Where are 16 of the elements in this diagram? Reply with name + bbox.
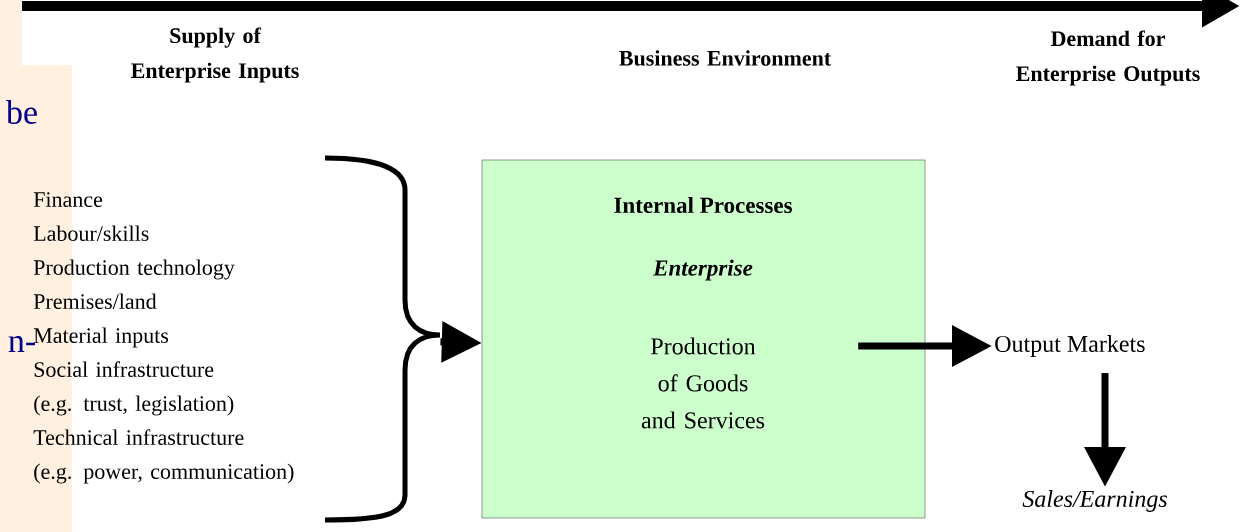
list-item: Labour/skills: [33, 225, 149, 241]
column-heading: Demand for Enterprise Outputs: [1016, 30, 1200, 86]
list-item: Finance: [33, 192, 103, 207]
list-item: (e.g. power, communication): [34, 463, 294, 484]
list-item: Social infrastructure: [34, 361, 214, 377]
list-item: Production technology: [33, 259, 235, 280]
market-label: Output Markets: [995, 335, 1145, 357]
list-item: Premises/land: [33, 293, 157, 309]
list-item: (e.g. trust, legislation): [34, 395, 234, 416]
process-box: Internal Processes Enterprise Production of Goods and Services: [481, 159, 926, 519]
slide-text-fragment: be: [5, 100, 37, 124]
result-label: Sales/Earnings: [1022, 490, 1167, 512]
column-heading: Business Environment: [619, 50, 832, 66]
slide-text-fragment: n-: [8, 336, 35, 352]
list-item: Technical infrastructure: [33, 429, 244, 445]
column-heading: Supply of Enterprise Inputs: [131, 27, 299, 83]
